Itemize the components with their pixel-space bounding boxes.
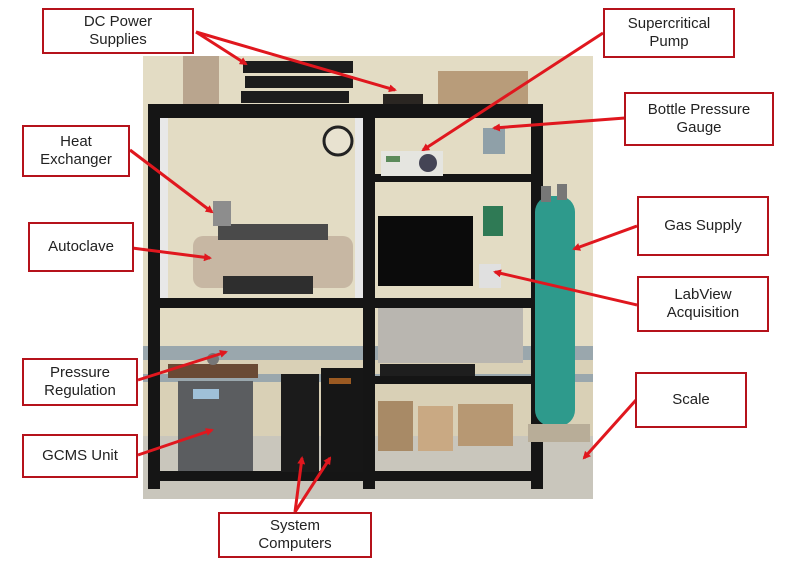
heat-exchanger xyxy=(213,201,231,226)
arrow-scale xyxy=(582,398,638,460)
autoclave-base xyxy=(223,276,313,294)
label-supercritical-pump: Supercritical Pump xyxy=(603,8,735,58)
rack-middle-post xyxy=(363,104,375,489)
label-bottle-pressure-gauge: Bottle Pressure Gauge xyxy=(624,92,774,146)
shelf-pump xyxy=(375,174,531,182)
rack-mid-rail xyxy=(355,118,363,298)
arrow-supercritical-pump xyxy=(421,31,604,152)
arrow-heat-exchanger xyxy=(129,148,214,214)
label-dc-power-supplies: DC Power Supplies xyxy=(42,8,194,54)
gcms-display xyxy=(193,389,219,399)
rack-left-rail xyxy=(160,118,168,298)
cardboard-boxes-top xyxy=(438,71,528,106)
arrow-labview xyxy=(493,269,638,307)
pump-display xyxy=(386,156,400,162)
cylinder-valve-2 xyxy=(557,184,567,200)
door-frame xyxy=(183,56,219,106)
arrow-autoclave xyxy=(131,246,212,262)
arrow-dc-power-2 xyxy=(195,30,397,93)
autoclave-top-plate xyxy=(218,224,328,240)
arrow-computer-1 xyxy=(293,456,306,513)
shelf-keyboard xyxy=(375,376,531,384)
label-gcms-unit: GCMS Unit xyxy=(22,434,138,478)
arrow-gcms xyxy=(137,428,214,457)
scale-platform xyxy=(528,424,590,442)
label-system-computers: System Computers xyxy=(218,512,372,558)
dc-power-supply-3 xyxy=(241,91,349,103)
cylinder-valve-1 xyxy=(541,186,551,202)
arrow-bottle-gauge xyxy=(492,116,626,132)
pump-fan xyxy=(419,154,437,172)
bottle-pressure-gauge xyxy=(483,128,505,154)
arrow-dc-power-1 xyxy=(195,30,248,66)
dc-power-supply-2 xyxy=(245,76,353,88)
shelf-bottom xyxy=(148,471,543,481)
label-scale: Scale xyxy=(635,372,747,428)
tower-drive-light xyxy=(329,378,351,384)
rack-left-post xyxy=(148,104,160,489)
rack-top xyxy=(148,104,543,118)
plastic-wrapped-equipment xyxy=(378,308,523,363)
arrow-pressure-regulation xyxy=(137,350,228,382)
autoclave xyxy=(193,236,353,288)
label-pressure-regulation: Pressure Regulation xyxy=(22,358,138,406)
box-1 xyxy=(378,401,413,451)
pressure-regulation-board xyxy=(168,364,258,378)
computer-tower-1 xyxy=(281,374,319,472)
pressure-gauge-dial xyxy=(322,125,354,157)
arrow-computer-2 xyxy=(293,456,332,513)
dc-power-supply-small xyxy=(383,94,423,106)
box-3 xyxy=(458,404,513,446)
label-autoclave: Autoclave xyxy=(28,222,134,272)
computer-tower-2 xyxy=(321,368,363,472)
gas-cylinder xyxy=(535,196,575,426)
label-gas-supply: Gas Supply xyxy=(637,196,769,256)
shelf-middle xyxy=(148,298,543,308)
keyboard xyxy=(380,364,475,376)
monitor xyxy=(378,216,473,286)
daq-board xyxy=(483,206,503,236)
label-heat-exchanger: Heat Exchanger xyxy=(22,125,130,177)
arrow-gas-supply xyxy=(572,224,638,251)
box-2 xyxy=(418,406,453,451)
label-labview-acquisition: LabView Acquisition xyxy=(637,276,769,332)
